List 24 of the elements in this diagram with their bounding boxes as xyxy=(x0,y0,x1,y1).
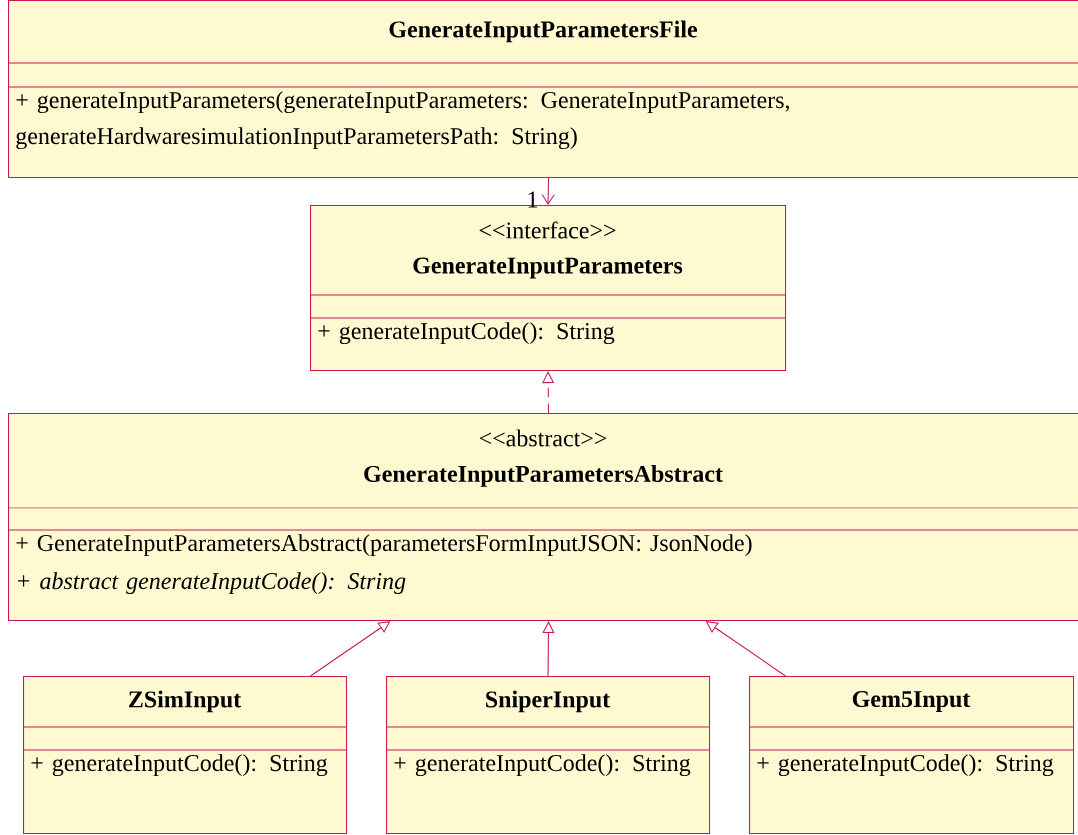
method-text: + generateInputCode(): String xyxy=(757,754,1054,777)
stereotype-label: <<abstract>> xyxy=(479,429,607,447)
class-name: ZSimInput xyxy=(128,690,242,713)
class-box xyxy=(7,413,1078,622)
class-box xyxy=(7,0,1078,179)
class-box xyxy=(385,676,711,835)
method-text: + GenerateInputParametersAbstract(parametersFormInputJSON: JsonNode) xyxy=(16,534,752,556)
class-name: GenerateInputParametersFile xyxy=(389,20,698,43)
class-name: GenerateInputParameters xyxy=(413,257,683,279)
class-box xyxy=(22,676,348,835)
association-arrow xyxy=(541,177,555,205)
method-text: + generateInputCode(): String xyxy=(394,754,691,777)
class-box xyxy=(748,676,1075,835)
method-text: + generateInputCode(): String xyxy=(31,754,328,777)
method-text: + abstract generateInputCode(): String xyxy=(18,572,406,594)
stereotype-label: <<interface>> xyxy=(479,221,616,239)
class-name: GenerateInputParametersAbstract xyxy=(364,465,723,487)
class-name: SniperInput xyxy=(486,690,611,713)
inheritance-arrow xyxy=(542,621,555,677)
multiplicity-label: 1 xyxy=(528,191,537,208)
class-name: Gem5Input xyxy=(852,691,971,712)
method-text: + generateInputParameters(generateInputParameters: GenerateInputParameters, generateHardwaresimulationInputParametersPath: String) xyxy=(16,91,790,150)
inheritance-arrow xyxy=(310,621,391,677)
method-text: + generateInputCode(): String xyxy=(318,322,615,345)
